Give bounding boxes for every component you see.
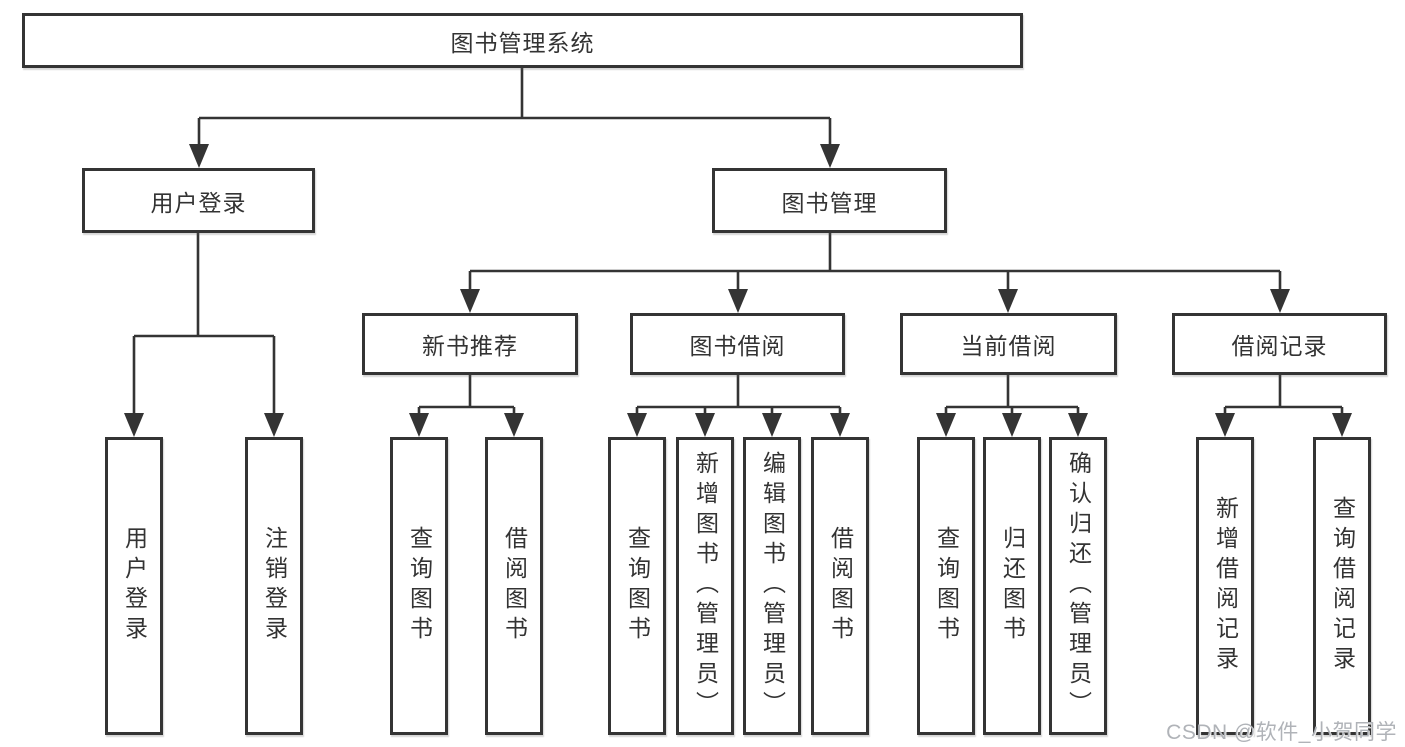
node-book-borrow: 图书借阅 xyxy=(630,313,845,375)
leaf-cb-return-books: 归还图书 xyxy=(983,437,1041,735)
leaf-recommend-borrow-books: 借阅图书 xyxy=(485,437,543,735)
leaf-br-add-record-label: 新增借阅记录 xyxy=(1212,496,1239,676)
arrowhead xyxy=(695,413,715,437)
leaf-bb-query-books-label: 查询图书 xyxy=(624,526,651,646)
leaf-br-query-record-label: 查询借阅记录 xyxy=(1329,496,1356,676)
leaf-bb-borrow-books-label: 借阅图书 xyxy=(827,526,854,646)
leaf-bb-query-books: 查询图书 xyxy=(608,437,666,735)
leaf-cb-confirm-return-admin: 确认归还（管理员） xyxy=(1049,437,1107,735)
node-new-book-recommend-label: 新书推荐 xyxy=(422,333,518,359)
arrowhead xyxy=(936,413,956,437)
leaf-recommend-query-books-label: 查询图书 xyxy=(406,526,433,646)
arrowhead xyxy=(998,289,1018,313)
arrowhead xyxy=(627,413,647,437)
leaf-recommend-query-books: 查询图书 xyxy=(390,437,448,735)
arrowhead xyxy=(124,413,144,437)
node-new-book-recommend: 新书推荐 xyxy=(362,313,578,375)
leaf-cb-confirm-return-admin-label: 确认归还（管理员） xyxy=(1065,451,1092,721)
leaf-user-login: 用户登录 xyxy=(105,437,163,735)
arrowhead xyxy=(762,413,782,437)
leaf-cb-return-books-label: 归还图书 xyxy=(999,526,1026,646)
arrowhead xyxy=(728,289,748,313)
node-user-login-branch-label: 用户登录 xyxy=(150,189,247,216)
leaf-bb-add-books-admin: 新增图书（管理员） xyxy=(676,437,734,735)
arrowhead xyxy=(460,289,480,313)
arrowhead xyxy=(1332,413,1352,437)
arrowhead xyxy=(1002,413,1022,437)
leaf-bb-add-books-admin-label: 新增图书（管理员） xyxy=(692,451,719,721)
node-current-borrow-label: 当前借阅 xyxy=(960,333,1057,359)
node-current-borrow: 当前借阅 xyxy=(900,313,1117,375)
arrowhead xyxy=(830,413,850,437)
node-root: 图书管理系统 xyxy=(22,13,1023,68)
node-user-login-branch: 用户登录 xyxy=(82,168,315,233)
arrowhead xyxy=(820,144,840,168)
leaf-br-query-record: 查询借阅记录 xyxy=(1313,437,1371,735)
leaf-bb-edit-books-admin: 编辑图书（管理员） xyxy=(743,437,801,735)
leaf-bb-borrow-books: 借阅图书 xyxy=(811,437,869,735)
arrowhead xyxy=(504,413,524,437)
arrowhead xyxy=(264,413,284,437)
leaf-logout: 注销登录 xyxy=(245,437,303,735)
arrowhead xyxy=(1068,413,1088,437)
node-book-management-branch: 图书管理 xyxy=(712,168,947,233)
node-book-management-branch-label: 图书管理 xyxy=(781,189,878,216)
leaf-cb-query-books-label: 查询图书 xyxy=(933,526,960,646)
leaf-recommend-borrow-books-label: 借阅图书 xyxy=(501,526,528,646)
leaf-cb-query-books: 查询图书 xyxy=(917,437,975,735)
node-borrow-records-label: 借阅记录 xyxy=(1231,333,1328,359)
node-root-label: 图书管理系统 xyxy=(450,29,595,56)
node-book-borrow-label: 图书借阅 xyxy=(689,333,786,359)
leaf-bb-edit-books-admin-label: 编辑图书（管理员） xyxy=(759,451,786,721)
arrowhead xyxy=(409,413,429,437)
leaf-user-login-label: 用户登录 xyxy=(121,526,148,646)
node-borrow-records: 借阅记录 xyxy=(1172,313,1387,375)
arrowhead xyxy=(189,144,209,168)
arrowhead xyxy=(1215,413,1235,437)
arrowhead xyxy=(1270,289,1290,313)
leaf-br-add-record: 新增借阅记录 xyxy=(1196,437,1254,735)
watermark: CSDN @软件_小贺同学 xyxy=(1166,721,1397,744)
leaf-logout-label: 注销登录 xyxy=(261,526,288,646)
